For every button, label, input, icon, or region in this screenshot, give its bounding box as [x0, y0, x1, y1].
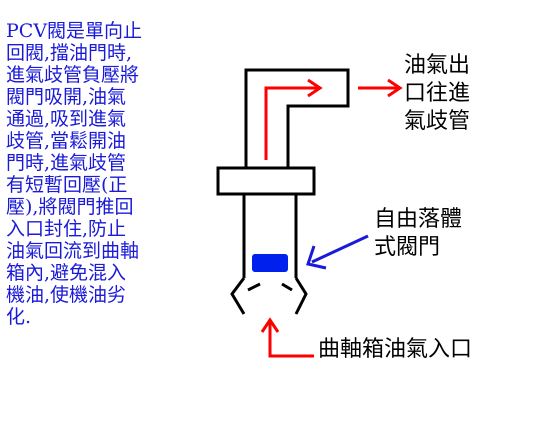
pipe-flange	[216, 166, 316, 196]
valve-pointer-arrow	[311, 234, 369, 264]
valve-label: 自由落體 式閥門	[374, 207, 463, 260]
pcv-description: PCV閥是單向止 回閥,擋油門時, 進氣歧管負壓將 閥門吸開,油氣 通過,吸到進…	[6, 20, 143, 328]
outlet-pipe	[244, 68, 350, 168]
free-fall-valve	[252, 254, 288, 272]
valve-seat-lips	[247, 282, 293, 292]
outlet-label: 油氣出 口往進 氣歧管	[404, 53, 471, 134]
valve-inlet-seat	[230, 277, 308, 315]
valve-body-wall	[242, 194, 298, 278]
inlet-label: 曲軸箱油氣入口	[318, 337, 473, 362]
flow-arrow-inside	[264, 86, 318, 160]
inlet-arrow	[268, 322, 314, 358]
